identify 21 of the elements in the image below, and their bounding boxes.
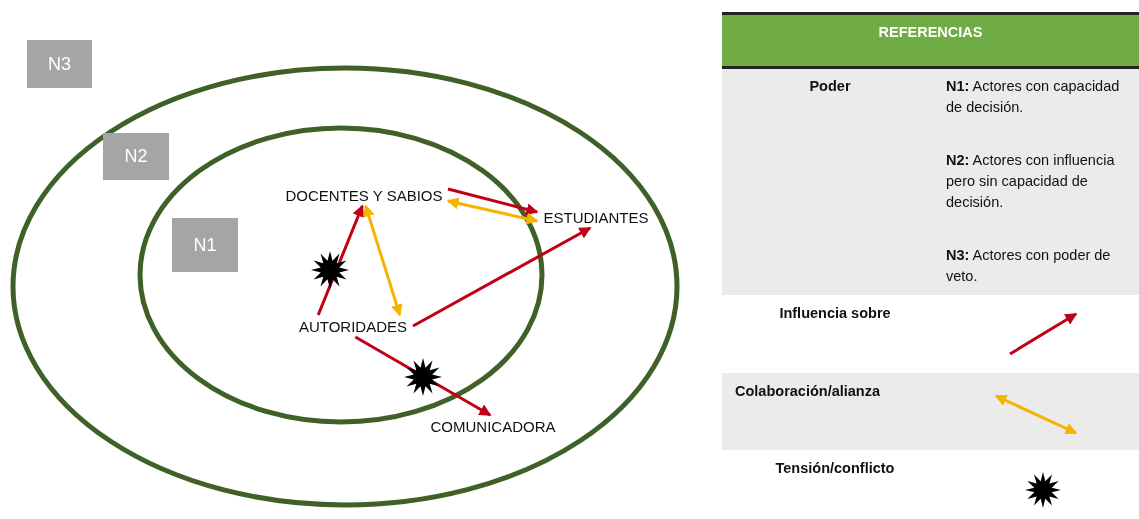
legend-label: Tensión/conflicto [774,459,896,478]
actor-label: COMUNICADORA [421,415,565,437]
level-box: N2 [103,133,169,180]
arrow [316,204,364,316]
level-box: N3 [27,40,92,88]
table-header-title: REFERENCIAS [877,23,984,42]
arrow [446,197,539,225]
actor-label: ESTUDIANTES [537,206,655,228]
level-description: N2: Actores con influencia pero sin capacidad de decisión. [946,151,1116,213]
actor-label: AUTORIDADES [293,315,413,337]
row-label: Poder [808,77,852,96]
arrow [363,204,403,317]
actor-label: DOCENTES Y SABIOS [280,184,448,206]
legend-label: Colaboración/alianza [735,382,882,401]
arrow [412,226,592,328]
arrow [447,187,539,216]
level-description: N1: Actores con capacidad de decisión. [946,77,1121,117]
legend-label: Influencia sobre [778,304,892,323]
level-description: N3: Actores con poder de veto. [946,246,1112,286]
level-box: N1 [172,218,238,272]
arrow [354,335,492,417]
